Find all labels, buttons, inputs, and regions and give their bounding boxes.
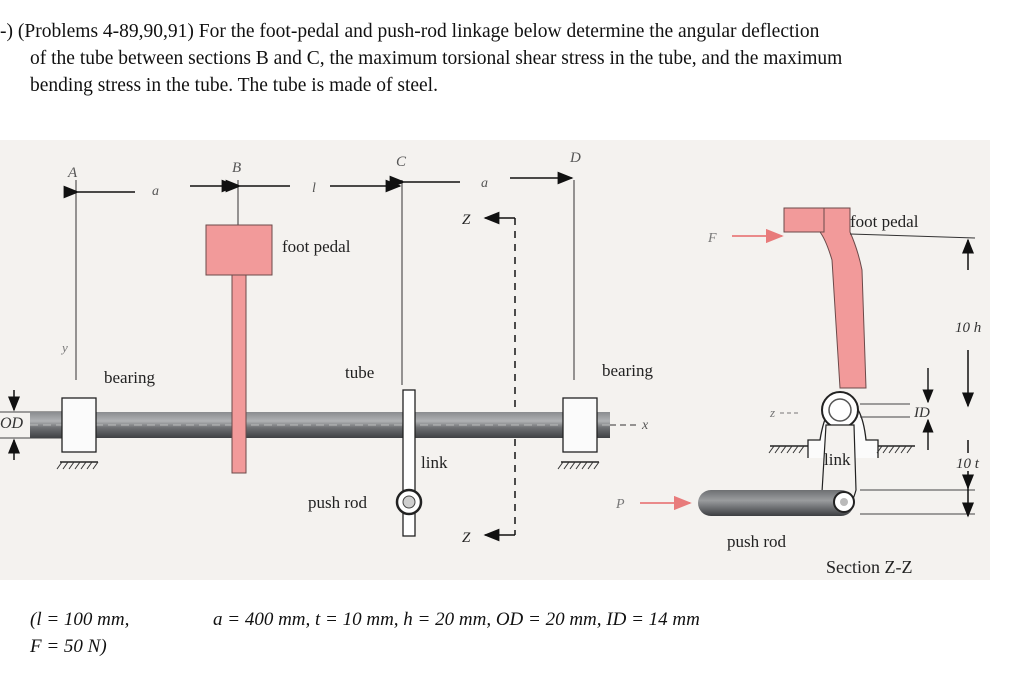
given-values-3: F = 50 N) bbox=[30, 636, 107, 657]
label-z-bottom: Z bbox=[462, 530, 471, 546]
foot-pedal-arm bbox=[231, 274, 247, 474]
label-t: 10 t bbox=[956, 456, 980, 472]
label-section-link: link bbox=[824, 450, 851, 469]
label-force-f: F bbox=[707, 231, 717, 246]
label-h: 10 h bbox=[955, 320, 981, 336]
label-foot-pedal: foot pedal bbox=[282, 237, 351, 256]
section-foot-pedal bbox=[783, 207, 867, 389]
label-y-axis: y bbox=[60, 340, 68, 355]
dim-label-l: l bbox=[312, 181, 316, 196]
label-tube: tube bbox=[345, 363, 374, 382]
linkage-diagram: A B C D a l a Z Z OD y x bearing bearing… bbox=[0, 140, 990, 580]
problem-line-2: of the tube between sections B and C, th… bbox=[30, 48, 843, 69]
h-ref-top bbox=[849, 233, 976, 239]
label-bearing-left: bearing bbox=[104, 368, 155, 387]
given-values-1: (l = 100 mm, bbox=[30, 609, 130, 630]
label-push-rod: push rod bbox=[308, 493, 368, 512]
section-push-rod bbox=[698, 490, 854, 516]
problem-marker: -) bbox=[0, 21, 13, 42]
bearing-left-hatch bbox=[56, 461, 99, 470]
dim-label-a1: a bbox=[152, 184, 159, 199]
dim-label-a2: a bbox=[481, 176, 488, 191]
label-section-push-rod: push rod bbox=[727, 532, 787, 551]
given-values-2: a = 400 mm, t = 10 mm, h = 20 mm, OD = 2… bbox=[213, 609, 700, 630]
linkage-figure: A B C D a l a Z Z OD y x bearing bearing… bbox=[0, 140, 1000, 580]
bearing-left bbox=[61, 397, 97, 453]
section-ground-hatch bbox=[768, 445, 913, 454]
label-section-b: B bbox=[232, 160, 241, 176]
section-tube-id bbox=[828, 398, 852, 422]
label-section-a: A bbox=[67, 165, 78, 181]
label-section-d: D bbox=[569, 150, 581, 166]
bearing-right bbox=[562, 397, 598, 453]
label-section-foot-pedal: foot pedal bbox=[850, 212, 919, 231]
section-pin-center bbox=[840, 498, 848, 506]
label-section-zz: Section Z-Z bbox=[826, 557, 912, 577]
label-z-top: Z bbox=[462, 212, 471, 228]
bearing-right-hatch bbox=[557, 461, 600, 470]
label-link: link bbox=[421, 453, 448, 472]
label-id: ID bbox=[913, 405, 930, 421]
id-label-bg bbox=[910, 403, 940, 419]
label-z-axis: z bbox=[769, 405, 775, 420]
foot-pedal-pad bbox=[205, 224, 273, 276]
section-pedal-pad bbox=[783, 207, 825, 233]
problem-line-3: bending stress in the tube. The tube is … bbox=[30, 75, 438, 96]
t-label-bg bbox=[952, 453, 986, 471]
label-bearing-right: bearing bbox=[602, 361, 653, 380]
label-x-axis: x bbox=[641, 418, 649, 433]
label-od: OD bbox=[0, 415, 24, 432]
push-rod-pin bbox=[402, 495, 416, 509]
label-section-c: C bbox=[396, 154, 407, 170]
problem-statement: -) (Problems 4-89,90,91) For the foot-pe… bbox=[0, 18, 1010, 99]
problem-line-1: -) (Problems 4-89,90,91) For the foot-pe… bbox=[0, 21, 820, 42]
label-force-p: P bbox=[615, 497, 625, 512]
